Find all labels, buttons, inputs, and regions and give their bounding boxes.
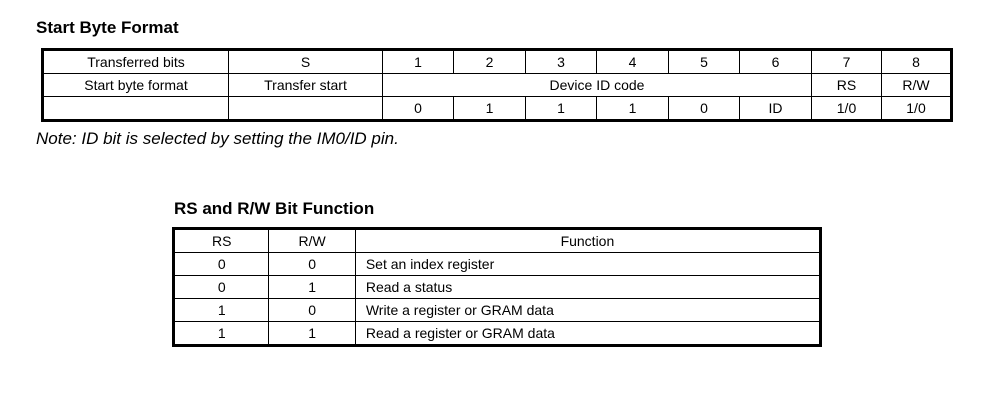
header-cell: 7 [811, 49, 882, 74]
rw-value: 1 [268, 321, 356, 346]
rs-value: 1 [172, 298, 270, 322]
header-cell: 4 [596, 49, 669, 74]
rs-value: 0 [172, 275, 270, 299]
function-value: Write a register or GRAM data [354, 298, 822, 322]
table-row: 1 1 Read a register or GRAM data [172, 321, 822, 346]
function-value: Read a register or GRAM data [354, 321, 822, 346]
rw-header: R/W [268, 228, 356, 253]
value-row: 0 1 1 1 0 ID 1/0 1/0 [42, 96, 952, 121]
value-cell: 1/0 [811, 96, 882, 121]
header-cell: 8 [881, 49, 952, 74]
rw-value: 1 [268, 275, 356, 299]
start-byte-format-title: Start Byte Format [36, 18, 179, 37]
header-row: Transferred bits S 1 2 3 4 5 6 7 8 [42, 49, 952, 74]
device-id-code-cell: Device ID code [525, 73, 669, 97]
header-cell: S [228, 49, 383, 74]
header-cell: 5 [668, 49, 740, 74]
value-cell [228, 96, 383, 121]
header-cell: Transferred bits [42, 49, 229, 74]
function-value: Read a status [354, 275, 822, 299]
format-label-cell: Start byte format [42, 73, 229, 97]
table-row: 1 0 Write a register or GRAM data [172, 298, 822, 322]
format-row: Start byte format Transfer start Device … [42, 73, 952, 97]
rs-header: RS [172, 228, 270, 253]
value-cell: 0 [382, 96, 454, 121]
header-row: RS R/W Function [172, 228, 822, 253]
value-cell: 1/0 [881, 96, 952, 121]
header-cell: 6 [739, 49, 812, 74]
rs-rw-function-title: RS and R/W Bit Function [174, 199, 375, 218]
header-cell: 1 [382, 49, 454, 74]
value-cell: 1 [525, 96, 597, 121]
start-byte-format-table: Transferred bits S 1 2 3 4 5 6 7 8 Start… [41, 48, 953, 122]
rs-value: 1 [172, 321, 270, 346]
value-cell [42, 96, 229, 121]
device-id-spacer [453, 73, 526, 97]
value-cell: ID [739, 96, 812, 121]
header-cell: 3 [525, 49, 597, 74]
device-id-spacer [382, 73, 454, 97]
rw-value: 0 [268, 252, 356, 276]
header-cell: 2 [453, 49, 526, 74]
rw-cell: R/W [881, 73, 952, 97]
function-value: Set an index register [354, 252, 822, 276]
rs-cell: RS [811, 73, 882, 97]
value-cell: 1 [596, 96, 669, 121]
table-row: 0 0 Set an index register [172, 252, 822, 276]
rw-value: 0 [268, 298, 356, 322]
transfer-start-cell: Transfer start [228, 73, 383, 97]
value-cell: 1 [453, 96, 526, 121]
rs-value: 0 [172, 252, 270, 276]
device-id-spacer [739, 73, 812, 97]
value-cell: 0 [668, 96, 740, 121]
id-bit-note: Note: ID bit is selected by setting the … [36, 129, 399, 148]
rs-rw-function-table: RS R/W Function 0 0 Set an index registe… [172, 227, 822, 347]
table-row: 0 1 Read a status [172, 275, 822, 299]
device-id-spacer [668, 73, 740, 97]
function-header: Function [354, 228, 822, 253]
